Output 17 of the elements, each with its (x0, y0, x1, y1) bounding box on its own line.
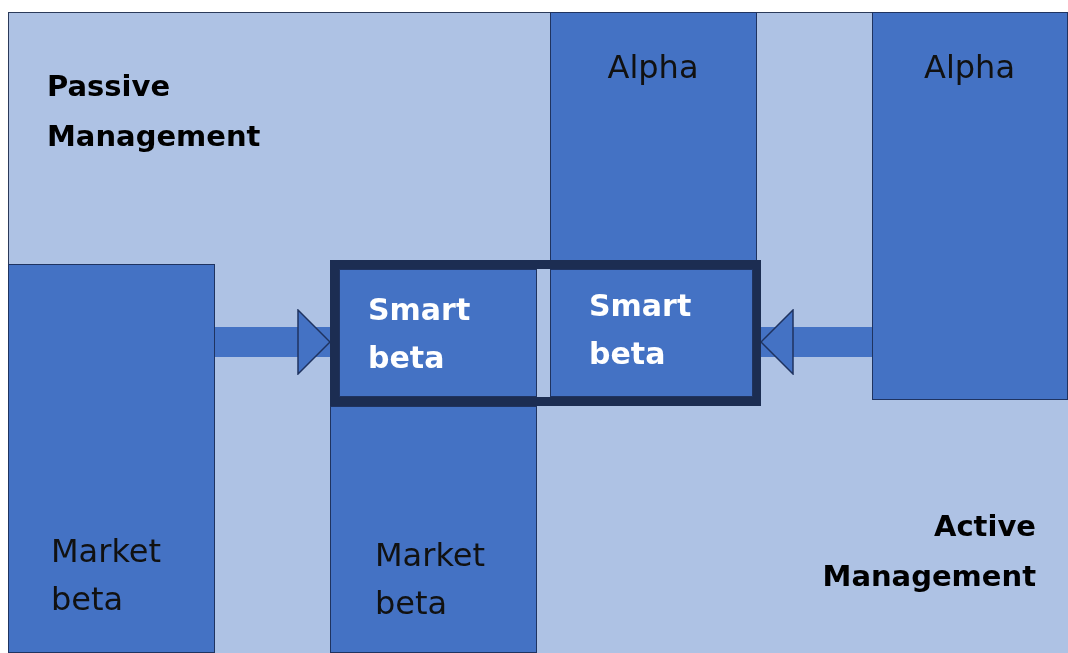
bar-label: Alpha (606, 47, 700, 88)
bar-label: Smart beta (589, 287, 693, 373)
region-label: Active Management (821, 508, 1036, 595)
bar-label: Market beta (375, 535, 486, 624)
bar-label: Market beta (51, 531, 162, 620)
column-bar (872, 12, 1068, 400)
block-arrow (215, 309, 331, 375)
highlight-frame (330, 260, 761, 406)
bar-label: Alpha (923, 47, 1016, 88)
region-label: Passive Management (47, 68, 262, 155)
block-arrow (760, 309, 872, 375)
smart-beta-box (550, 269, 753, 397)
bar-label: Smart beta (368, 291, 472, 377)
column-bar (330, 406, 537, 653)
column-bar (550, 12, 757, 262)
column-bar (8, 264, 215, 653)
smart-beta-box (339, 269, 537, 397)
